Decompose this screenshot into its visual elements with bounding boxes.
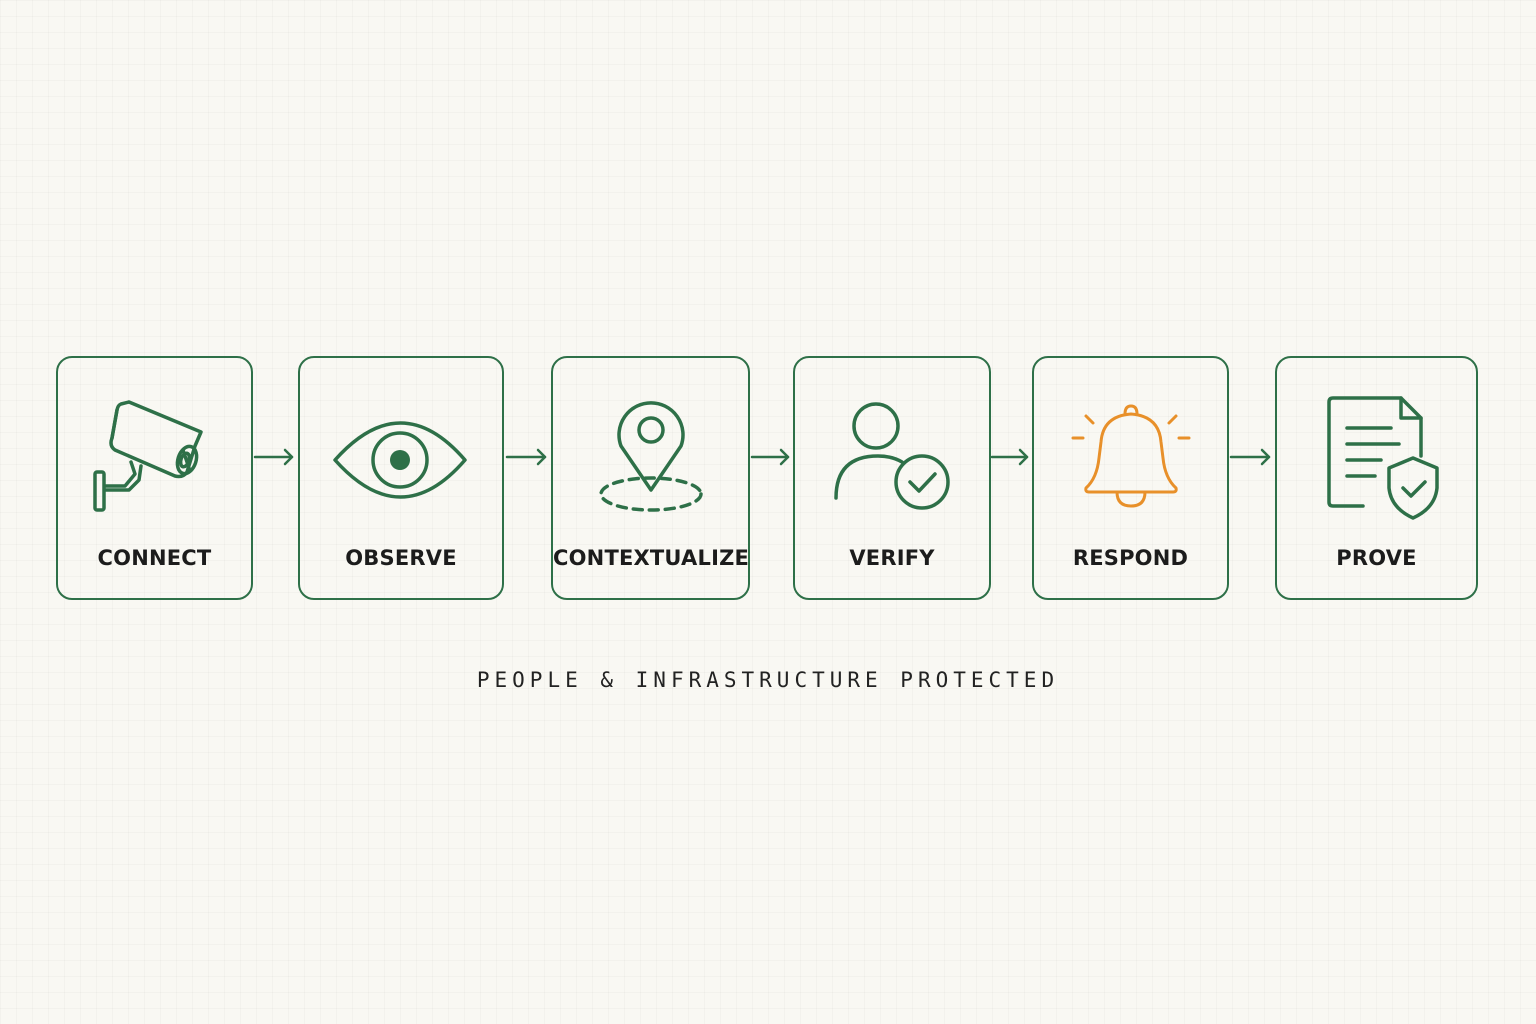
step-card-prove: PROVE (1275, 356, 1478, 600)
eye-icon (333, 421, 467, 499)
step-card-verify: VERIFY (793, 356, 991, 600)
step-label-verify: VERIFY (849, 546, 935, 570)
step-card-observe: OBSERVE (298, 356, 504, 600)
arrow-right-icon (1229, 448, 1271, 466)
user-check-icon (834, 402, 950, 510)
step-card-respond: RESPOND (1032, 356, 1229, 600)
step-label-prove: PROVE (1336, 546, 1417, 570)
step-label-observe: OBSERVE (345, 546, 457, 570)
arrow-right-icon (990, 448, 1029, 466)
step-label-connect: CONNECT (97, 546, 212, 570)
security-camera-icon (92, 400, 203, 512)
arrow-right-icon (505, 448, 547, 466)
bell-icon (1071, 404, 1190, 508)
document-shield-icon (1326, 396, 1439, 520)
step-card-connect: CONNECT (56, 356, 253, 600)
footer-tagline: PEOPLE & INFRASTRUCTURE PROTECTED (476, 668, 1060, 692)
step-label-respond: RESPOND (1072, 546, 1189, 570)
step-card-contextualize: CONTEXTUALIZE (551, 356, 750, 600)
step-label-contextualize: CONTEXTUALIZE (553, 546, 750, 570)
location-pin-icon (598, 401, 703, 512)
arrow-right-icon (253, 448, 294, 466)
arrow-right-icon (750, 448, 790, 466)
